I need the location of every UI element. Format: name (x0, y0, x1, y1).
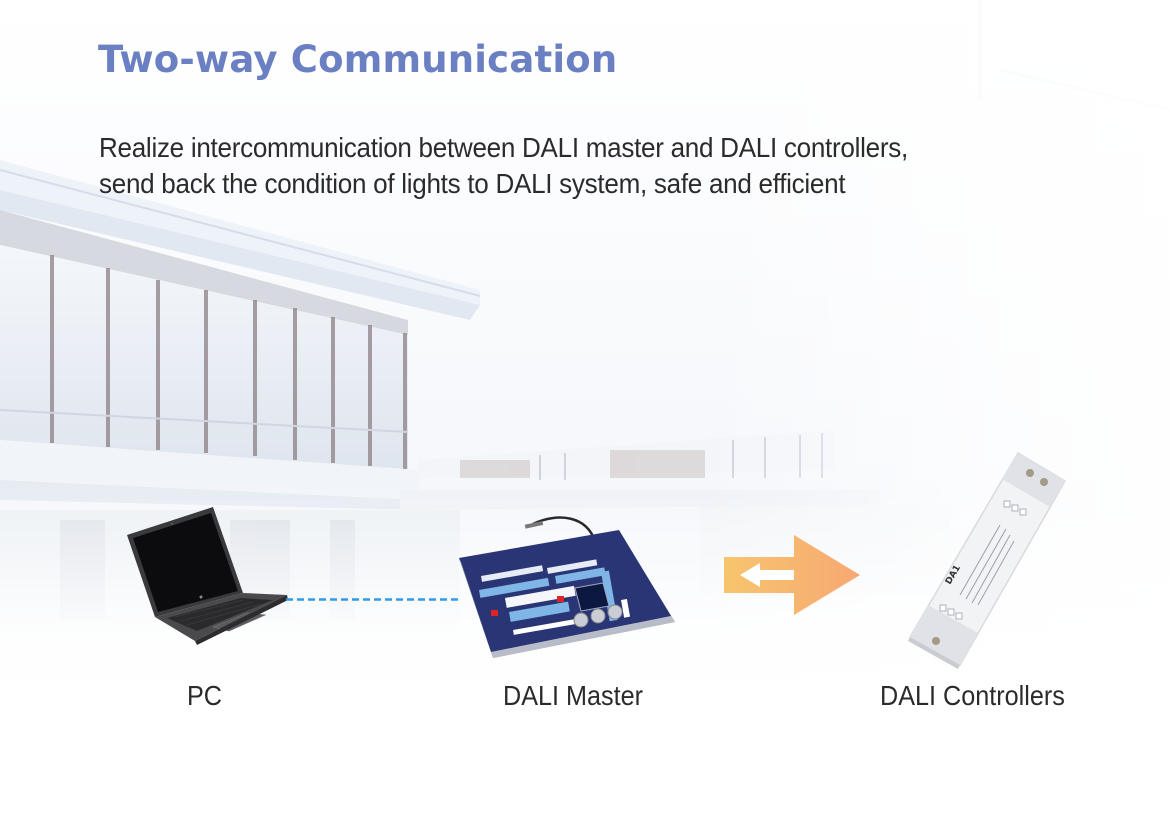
page-title: Two-way Communication (98, 38, 618, 81)
description-line-2: send back the condition of lights to DAL… (99, 168, 846, 199)
laptop-icon (127, 507, 288, 645)
lighting-console-icon (459, 516, 675, 658)
dali-master-label: DALI Master (503, 680, 644, 711)
dali-controllers-label: DALI Controllers (880, 680, 1065, 711)
description-line-1: Realize intercommunication between DALI … (99, 132, 908, 163)
bidirectional-arrow-icon (724, 535, 860, 615)
description: Realize intercommunication between DALI … (99, 130, 908, 202)
pc-master-connector (286, 598, 458, 601)
pc-label: PC (187, 680, 223, 711)
dali-controller-icon: DA1 (908, 451, 1067, 669)
